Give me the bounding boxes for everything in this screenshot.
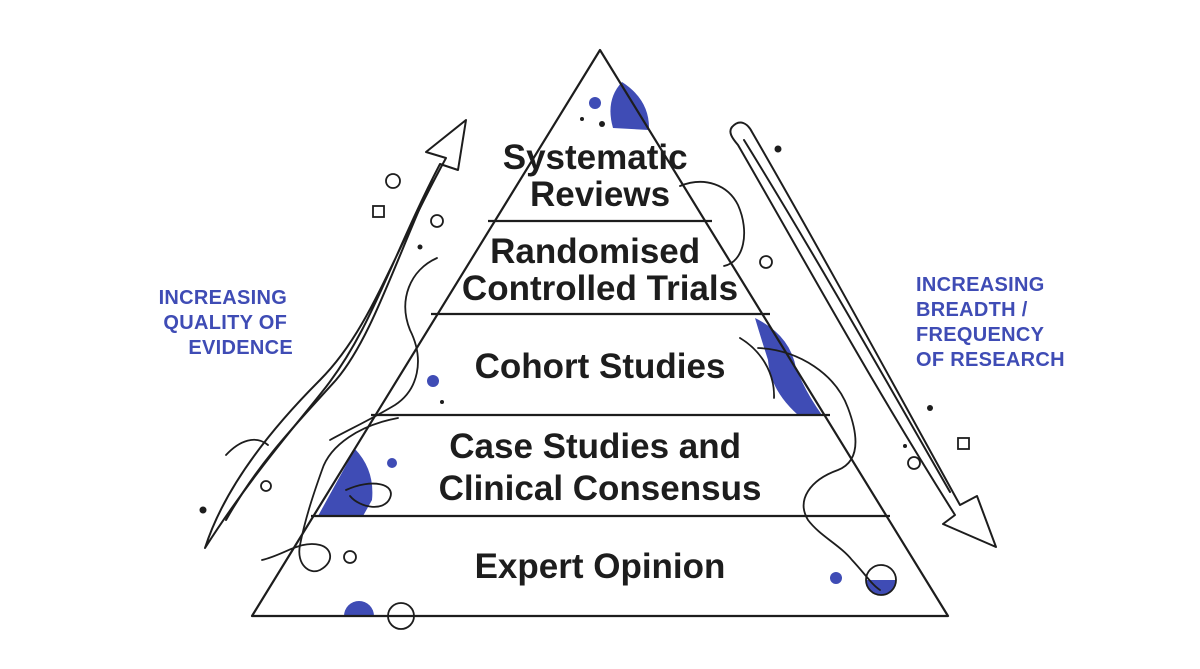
tier-label-cohort-studies: Cohort Studies <box>475 347 726 386</box>
circle-outline <box>385 173 401 189</box>
squiggle <box>739 337 775 399</box>
arrow-up-icon <box>204 119 467 549</box>
accent-wedge-left-lower <box>318 449 373 516</box>
pyramid-triangle <box>250 48 950 618</box>
scatter-dots <box>199 117 933 514</box>
quality-arrow <box>204 119 467 549</box>
arrow-inner-line <box>225 179 433 521</box>
circle-outline <box>907 456 921 470</box>
square-outline <box>957 437 970 450</box>
pyramid-tier-labels: Systematic Reviews Randomised Controlled… <box>439 138 762 586</box>
squiggle <box>345 482 392 508</box>
scatter-shapes <box>260 173 970 630</box>
squiggle <box>679 181 746 267</box>
arrow-inner-line <box>743 139 951 493</box>
accent-wedge-right-middle <box>755 318 822 415</box>
dot <box>580 117 584 121</box>
dot <box>927 405 933 411</box>
dot <box>903 444 907 448</box>
dot <box>774 145 782 153</box>
square-outline <box>372 205 385 218</box>
squiggle <box>261 417 399 573</box>
circle-outline <box>759 255 773 269</box>
accent-dot <box>387 458 397 468</box>
dot <box>199 506 207 514</box>
circle-outline <box>865 564 897 596</box>
breadth-arrow <box>729 121 997 548</box>
squiggle <box>757 347 881 591</box>
breadth-frequency-label: INCREASING BREADTH / FREQUENCY OF RESEAR… <box>916 274 1065 371</box>
pyramid-outline <box>250 48 950 618</box>
circle-outline <box>387 602 415 630</box>
tier-label-expert-opinion: Expert Opinion <box>475 547 726 586</box>
squiggle <box>329 257 438 441</box>
dot <box>417 244 423 250</box>
tier-label-randomised-controlled-trials: Randomised Controlled Trials <box>462 232 738 308</box>
dot <box>440 400 444 404</box>
accent-semicircle-bottom <box>344 601 374 616</box>
accent-dot <box>589 97 601 109</box>
circle-outline <box>260 480 272 492</box>
arrow-down-icon <box>729 121 997 548</box>
accent-decorations <box>318 82 896 616</box>
accent-dot <box>830 572 842 584</box>
dot <box>599 121 605 127</box>
accent-wedge-top <box>610 82 650 130</box>
circle-outline <box>343 550 357 564</box>
sketch-squiggles <box>225 181 881 591</box>
quality-of-evidence-label: INCREASING QUALITY OF EVIDENCE <box>159 287 293 359</box>
tier-label-systematic-reviews: Systematic Reviews <box>503 138 698 214</box>
circle-outline <box>430 214 444 228</box>
accent-dot <box>427 375 439 387</box>
tier-label-case-studies-clinical-consensus: Case Studies and Clinical Consensus <box>439 427 762 508</box>
squiggle <box>225 438 269 456</box>
